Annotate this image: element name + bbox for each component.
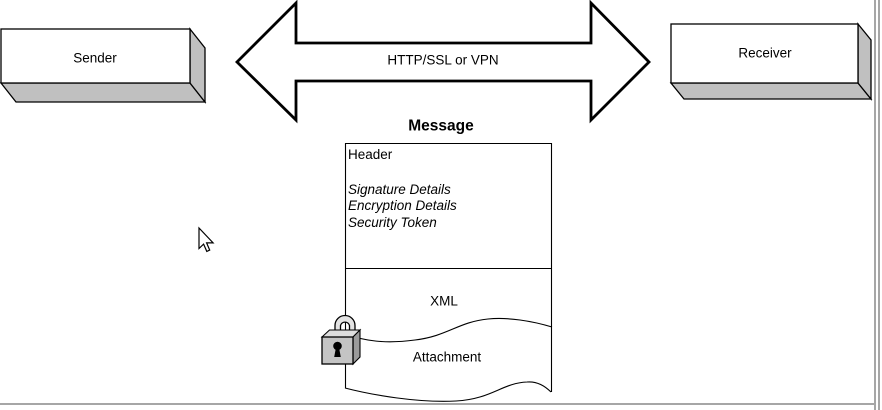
double-arrow[interactable] (235, 0, 651, 124)
security-item-token: Security Token (348, 214, 437, 230)
message-header-label: Header (348, 147, 393, 162)
arrow-cursor-icon (198, 226, 215, 253)
padlock-keyhole-stem (334, 348, 341, 357)
padlock-icon[interactable] (320, 314, 362, 366)
security-details-list: Signature Details Encryption Details Sec… (348, 182, 457, 231)
message-title: Message (408, 117, 474, 135)
xml-section-label: XML (430, 293, 458, 309)
canvas-border-bottom (0, 403, 874, 405)
receiver-box[interactable] (669, 22, 873, 101)
receiver-label: Receiver (738, 45, 792, 61)
padlock-keyhole (333, 341, 342, 351)
receiver-box-front-face (670, 23, 859, 84)
security-item-signature: Signature Details (348, 182, 451, 197)
sender-label: Sender (73, 50, 117, 66)
security-item-encryption: Encryption Details (348, 198, 457, 214)
message-box-wavy-bottom-edge (344, 381, 552, 402)
message-box[interactable] (344, 142, 553, 402)
sender-box-front-face (0, 28, 191, 84)
attachment-section-label: Attachment (412, 349, 482, 365)
sender-box[interactable] (0, 27, 207, 104)
sender-box-bottom-face (0, 82, 207, 103)
canvas-border-right-inner (878, 0, 880, 410)
canvas-border-right-outer (874, 0, 876, 410)
channel-label: HTTP/SSL or VPN (387, 52, 499, 68)
xml-attachment-wavy-divider (344, 317, 553, 343)
receiver-box-bottom-face (669, 82, 873, 100)
padlock-shackle (334, 314, 356, 335)
